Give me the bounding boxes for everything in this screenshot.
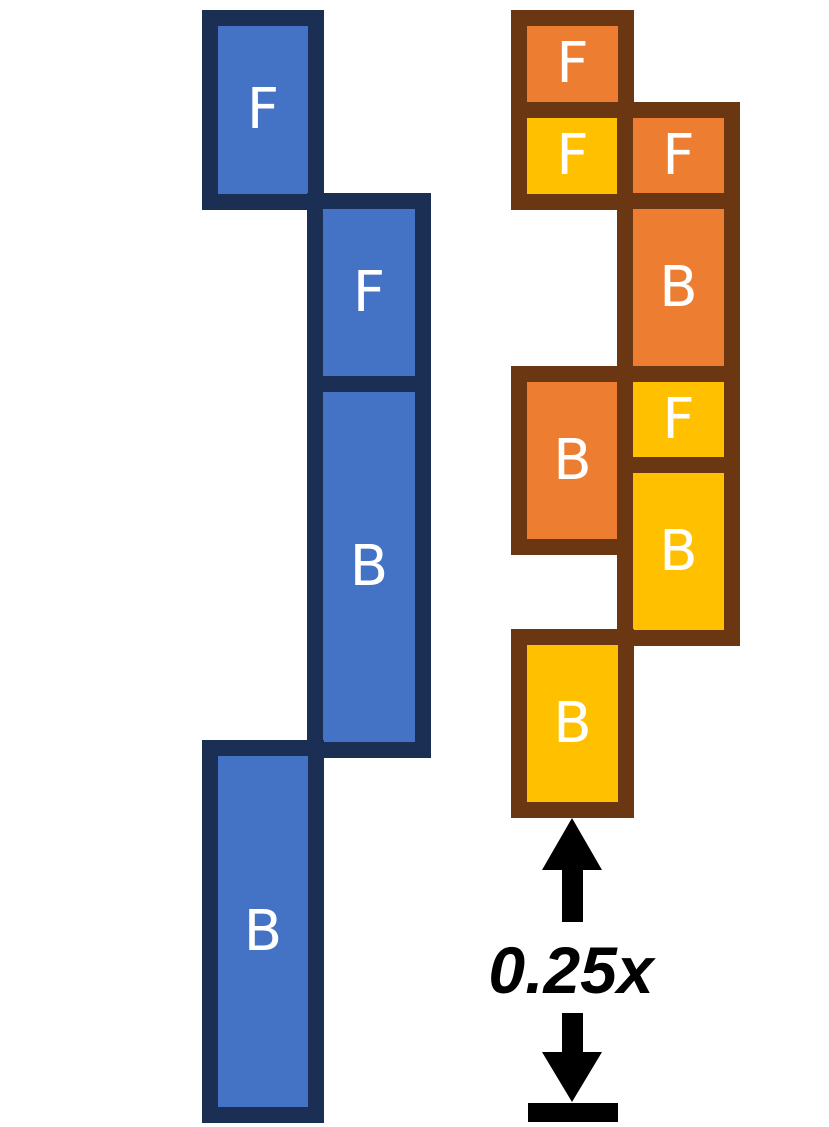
right-block-b-orange-2: B: [511, 366, 634, 555]
block-label: F: [556, 123, 589, 188]
right-block-b-orange-1: B: [617, 193, 740, 382]
left-block-f1: F: [202, 10, 324, 210]
right-block-b-yellow-2: B: [511, 629, 634, 818]
block-label: B: [553, 690, 592, 756]
right-block-f-orange-1: F: [511, 10, 634, 118]
arrow-head-up-icon: [542, 818, 602, 870]
dimension-label: 0.25x: [488, 933, 654, 1007]
arrow-shaft-upper: [562, 866, 583, 922]
arrow-baseline: [528, 1103, 618, 1122]
block-label: B: [553, 427, 592, 493]
right-block-f-yellow-2: F: [617, 366, 740, 474]
block-label: B: [349, 534, 389, 599]
block-label: F: [352, 260, 386, 325]
arrow-shaft-lower: [562, 1013, 583, 1055]
left-block-b1: B: [307, 376, 431, 758]
block-label: F: [662, 387, 695, 452]
block-label: B: [659, 518, 698, 584]
block-label: F: [556, 31, 589, 96]
arrow-head-down-icon: [542, 1052, 602, 1102]
right-block-b-yellow-1: B: [617, 457, 740, 646]
block-label: B: [243, 898, 283, 964]
block-label: F: [246, 77, 280, 142]
left-block-f2: F: [307, 193, 431, 393]
left-block-b2: B: [202, 740, 324, 1123]
block-label: B: [659, 254, 698, 320]
block-label: F: [662, 123, 695, 188]
